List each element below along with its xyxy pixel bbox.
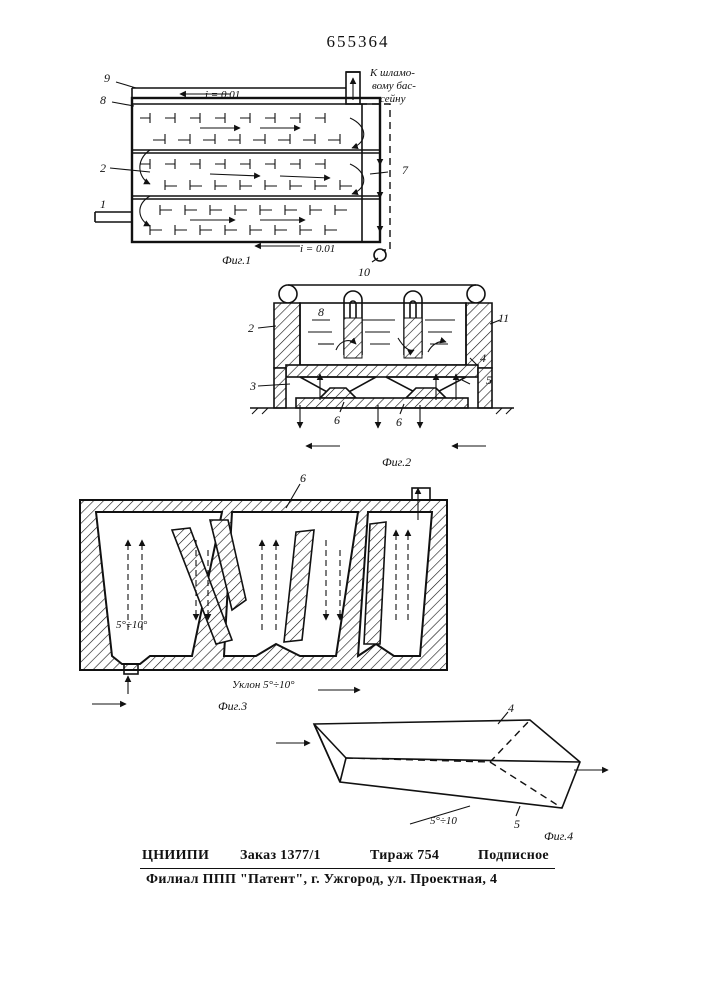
- footer-org: ЦНИИПИ: [142, 848, 209, 864]
- fig1-destination-1: К шламо-: [369, 67, 415, 79]
- fig1-label-2: 2: [100, 161, 106, 175]
- figure-2: 2 8 11 4 3 5 6 6 Фиг.2: [248, 285, 514, 469]
- fig1-label-1: 1: [100, 197, 106, 211]
- fig2-label-11: 11: [498, 311, 509, 325]
- figure-3: 6 5°÷10° Уклон 5°÷10° Фиг.3: [80, 471, 447, 713]
- fig4-label-5: 5: [514, 817, 520, 831]
- fig1-label-7: 7: [402, 163, 409, 177]
- fig2-roller-left: [279, 285, 297, 303]
- patent-number: 655364: [327, 32, 390, 51]
- footer-rule: [140, 868, 555, 869]
- figure-1: 9 8 2 1 7 10 i = 0.01 i = 0.01 К шламо- …: [95, 67, 416, 279]
- fig1-flow-arrows: [140, 94, 364, 246]
- fig2-wall-left: [274, 303, 300, 368]
- footer-subscription: Подписное: [478, 848, 549, 864]
- fig4-caption: Фиг.4: [544, 829, 573, 843]
- fig1-baffle-ticks: [140, 113, 352, 235]
- footer-run: Тираж 754: [370, 848, 439, 864]
- fig4-label-4: 4: [508, 701, 514, 715]
- fig3-hatched-body: [80, 500, 447, 670]
- fig1-label-10: 10: [358, 265, 370, 279]
- fig3-angle-label: 5°÷10°: [116, 619, 148, 631]
- fig1-caption: Фиг.1: [222, 253, 251, 267]
- fig2-label-2: 2: [248, 321, 254, 335]
- fig1-label-9: 9: [104, 71, 110, 85]
- fig2-bottom-channel: [296, 398, 468, 408]
- fig2-label-8: 8: [318, 305, 324, 319]
- fig2-label-6a: 6: [334, 413, 340, 427]
- fig2-label-5: 5: [486, 373, 492, 387]
- fig1-label-8: 8: [100, 93, 106, 107]
- fig3-divider-3: [284, 530, 314, 642]
- fig1-slope-top: i = 0.01: [205, 89, 240, 101]
- fig3-slope-note: Уклон 5°÷10°: [232, 679, 295, 691]
- figure-4: 4 5 5°÷10 Фиг.4: [276, 701, 608, 843]
- footer-order: Заказ 1377/1: [240, 848, 321, 864]
- fig2-label-4: 4: [480, 351, 486, 365]
- fig1-dashed-return-line: [360, 104, 390, 250]
- fig1-basin-outline: [132, 98, 380, 242]
- fig3-divider-4: [364, 522, 386, 644]
- footer-branch: Филиал ППП "Патент", г. Ужгород, ул. Про…: [146, 872, 497, 888]
- fig3-caption: Фиг.3: [218, 699, 247, 713]
- fig2-label-6b: 6: [396, 415, 402, 429]
- fig3-label-6: 6: [300, 471, 306, 485]
- fig2-caption: Фиг.2: [382, 455, 411, 469]
- fig2-filter-plate: [286, 365, 478, 377]
- fig2-label-3: 3: [249, 379, 256, 393]
- fig1-destination-3: сейну: [380, 93, 406, 105]
- fig4-channel-outline: [314, 720, 580, 808]
- fig4-angle-label: 5°÷10: [430, 815, 457, 827]
- fig1-slope-bottom: i = 0.01: [300, 243, 335, 255]
- fig2-roller-right: [467, 285, 485, 303]
- fig1-destination-2: вому бас-: [372, 80, 416, 92]
